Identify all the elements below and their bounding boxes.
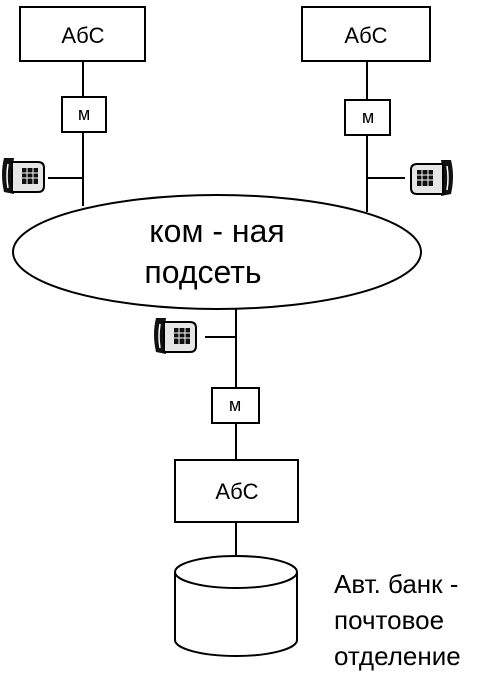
caption-line-1: Авт. банк - bbox=[334, 569, 459, 599]
abs-node-bottom: АбС bbox=[174, 459, 299, 523]
abs-node-top-right: АбС bbox=[301, 6, 431, 62]
abs-node-top-right-label: АбС bbox=[344, 23, 387, 48]
modem-bottom-label: м bbox=[229, 395, 241, 415]
modem-right: м bbox=[344, 99, 391, 136]
subnet-label-line1: ком - ная bbox=[149, 213, 284, 249]
telephone-icon bbox=[1, 157, 45, 195]
abs-node-top-left-label: АбС bbox=[61, 23, 104, 48]
telephone-icon bbox=[410, 159, 454, 197]
abs-node-top-left: АбС bbox=[19, 6, 146, 62]
abs-node-bottom-label: АбС bbox=[215, 479, 258, 504]
telephone-icon bbox=[153, 317, 197, 355]
caption-line-3: отделение bbox=[334, 641, 461, 671]
connection-lines bbox=[48, 61, 405, 556]
communication-subnet: ком - ная подсеть bbox=[12, 194, 422, 310]
subnet-label-line2: подсеть bbox=[144, 254, 261, 290]
modem-left: м bbox=[61, 96, 107, 133]
modem-bottom: м bbox=[211, 387, 260, 424]
modem-right-label: м bbox=[362, 107, 374, 127]
database-cylinder-icon bbox=[174, 555, 298, 657]
caption-line-2: почтовое bbox=[334, 605, 445, 635]
modem-left-label: м bbox=[78, 104, 90, 124]
